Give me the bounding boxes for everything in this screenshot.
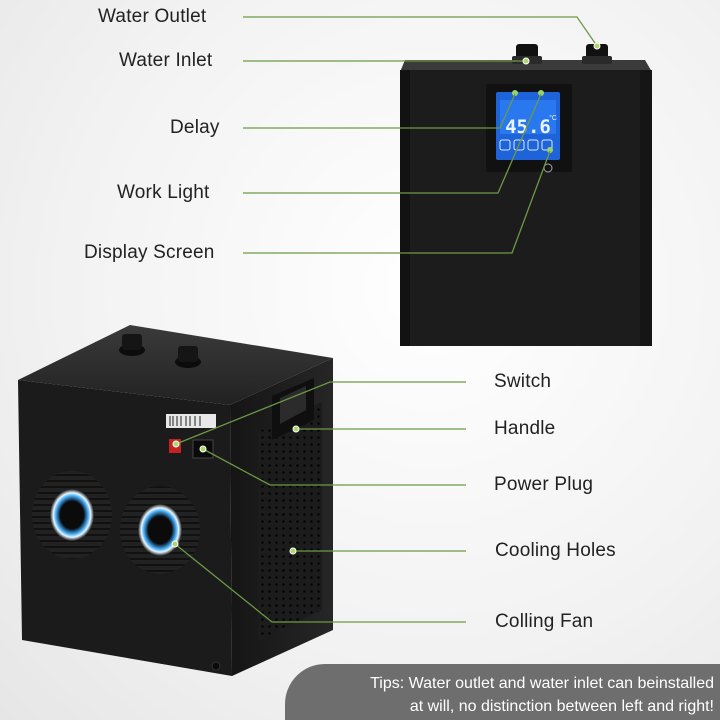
label-water-inlet: Water Inlet bbox=[119, 50, 213, 71]
display-indicator bbox=[547, 147, 553, 153]
tips-banner bbox=[285, 664, 720, 720]
tips-line-2: at will, no distinction between left and… bbox=[409, 698, 714, 715]
label-work-light: Work Light bbox=[117, 182, 210, 203]
label-cooling-holes: Cooling Holes bbox=[495, 540, 616, 561]
barcode-label bbox=[166, 414, 216, 428]
label-display-screen: Display Screen bbox=[84, 242, 215, 263]
display-screen bbox=[496, 92, 560, 160]
display-unit: °C bbox=[549, 114, 557, 122]
panel-icon bbox=[527, 139, 539, 151]
label-delay: Delay bbox=[170, 117, 220, 138]
display-reading: 45.6 bbox=[505, 116, 551, 138]
chiller-back-view bbox=[18, 325, 333, 676]
handle bbox=[272, 378, 314, 440]
water-outlet-fitting bbox=[582, 44, 612, 64]
leader-dots bbox=[171, 42, 601, 555]
leader-lines bbox=[174, 16, 598, 623]
cooling-holes bbox=[258, 402, 322, 640]
chiller-front-view: 45.6 °C bbox=[400, 44, 652, 346]
tips-text: Tips: Water outlet and water inlet can b… bbox=[322, 672, 714, 718]
tips-line-1: Tips: Water outlet and water inlet can b… bbox=[370, 675, 714, 692]
label-water-outlet: Water Outlet bbox=[98, 6, 207, 27]
work-light-indicator bbox=[538, 90, 544, 96]
panel-icon bbox=[499, 139, 511, 151]
foot-screw bbox=[211, 661, 221, 671]
label-handle: Handle bbox=[494, 418, 556, 439]
label-switch: Switch bbox=[494, 371, 552, 392]
cooling-fan-right bbox=[120, 486, 200, 574]
cooling-fan-left bbox=[32, 471, 112, 559]
label-power-plug: Power Plug bbox=[494, 474, 594, 495]
label-colling-fan: Colling Fan bbox=[495, 611, 594, 632]
top-fitting bbox=[119, 334, 145, 356]
panel-icon bbox=[513, 139, 525, 151]
top-fitting bbox=[175, 346, 201, 368]
delay-indicator bbox=[512, 90, 518, 96]
